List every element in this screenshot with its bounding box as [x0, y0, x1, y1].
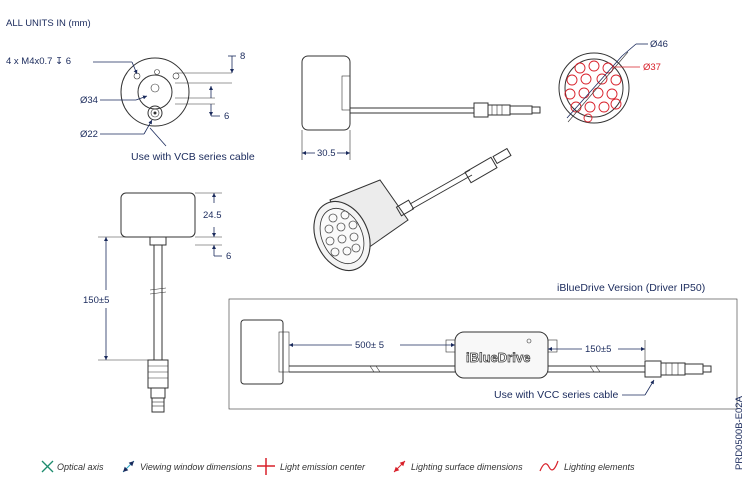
- perspective-view: [313, 147, 512, 271]
- legend-optical-axis: Optical axis: [57, 462, 104, 472]
- dim-500-label: 500± 5: [355, 340, 384, 351]
- vcc-cable-note: Use with VCC series cable: [494, 389, 618, 401]
- side-view: [301, 55, 541, 160]
- dim-150-label: 150±5: [83, 295, 109, 306]
- legend-emission-center: Light emission center: [280, 462, 366, 472]
- dim-30-5-label: 30.5: [317, 148, 336, 159]
- dia-46-label: Ø46: [650, 39, 668, 50]
- front-view: [93, 55, 236, 147]
- driver-version-title: iBlueDrive Version (Driver IP50): [557, 282, 705, 294]
- lower-view: [98, 192, 222, 413]
- thread-label: 4 x M4x0.7 ↧ 6: [6, 56, 71, 67]
- driver-version-frame: [228, 298, 738, 410]
- emission-center-icon: [257, 458, 275, 475]
- dim-24-5-label: 24.5: [203, 210, 222, 221]
- dim-6-label: 6: [224, 111, 229, 122]
- optical-axis-icon: [41, 460, 54, 473]
- dia-22-label: Ø22: [80, 129, 98, 140]
- dim-8-label: 8: [240, 51, 245, 62]
- driver-assembly: [240, 319, 712, 396]
- viewing-window-icon: [122, 460, 135, 473]
- legend-lighting-surface: Lighting surface dimensions: [411, 462, 523, 472]
- dim-6-lower-label: 6: [226, 251, 231, 262]
- dia-37-label: Ø37: [643, 62, 661, 73]
- lens-view: [558, 43, 648, 124]
- doc-code: PRD0500B-E02A: [734, 395, 745, 470]
- ibluedrive-logo-text: iBlueDrive: [466, 350, 530, 365]
- dia-34-label: Ø34: [80, 95, 98, 106]
- legend: Optical axis Viewing window dimensions L…: [41, 458, 635, 475]
- vcb-cable-note: Use with VCB series cable: [131, 151, 255, 163]
- legend-lighting-elements: Lighting elements: [564, 462, 635, 472]
- dim-150-driver-label: 150±5: [585, 344, 611, 355]
- legend-viewing-window: Viewing window dimensions: [140, 462, 252, 472]
- lighting-surface-icon: [393, 460, 406, 473]
- units-note: ALL UNITS IN (mm): [6, 18, 91, 29]
- lighting-elements-icon: [539, 460, 559, 472]
